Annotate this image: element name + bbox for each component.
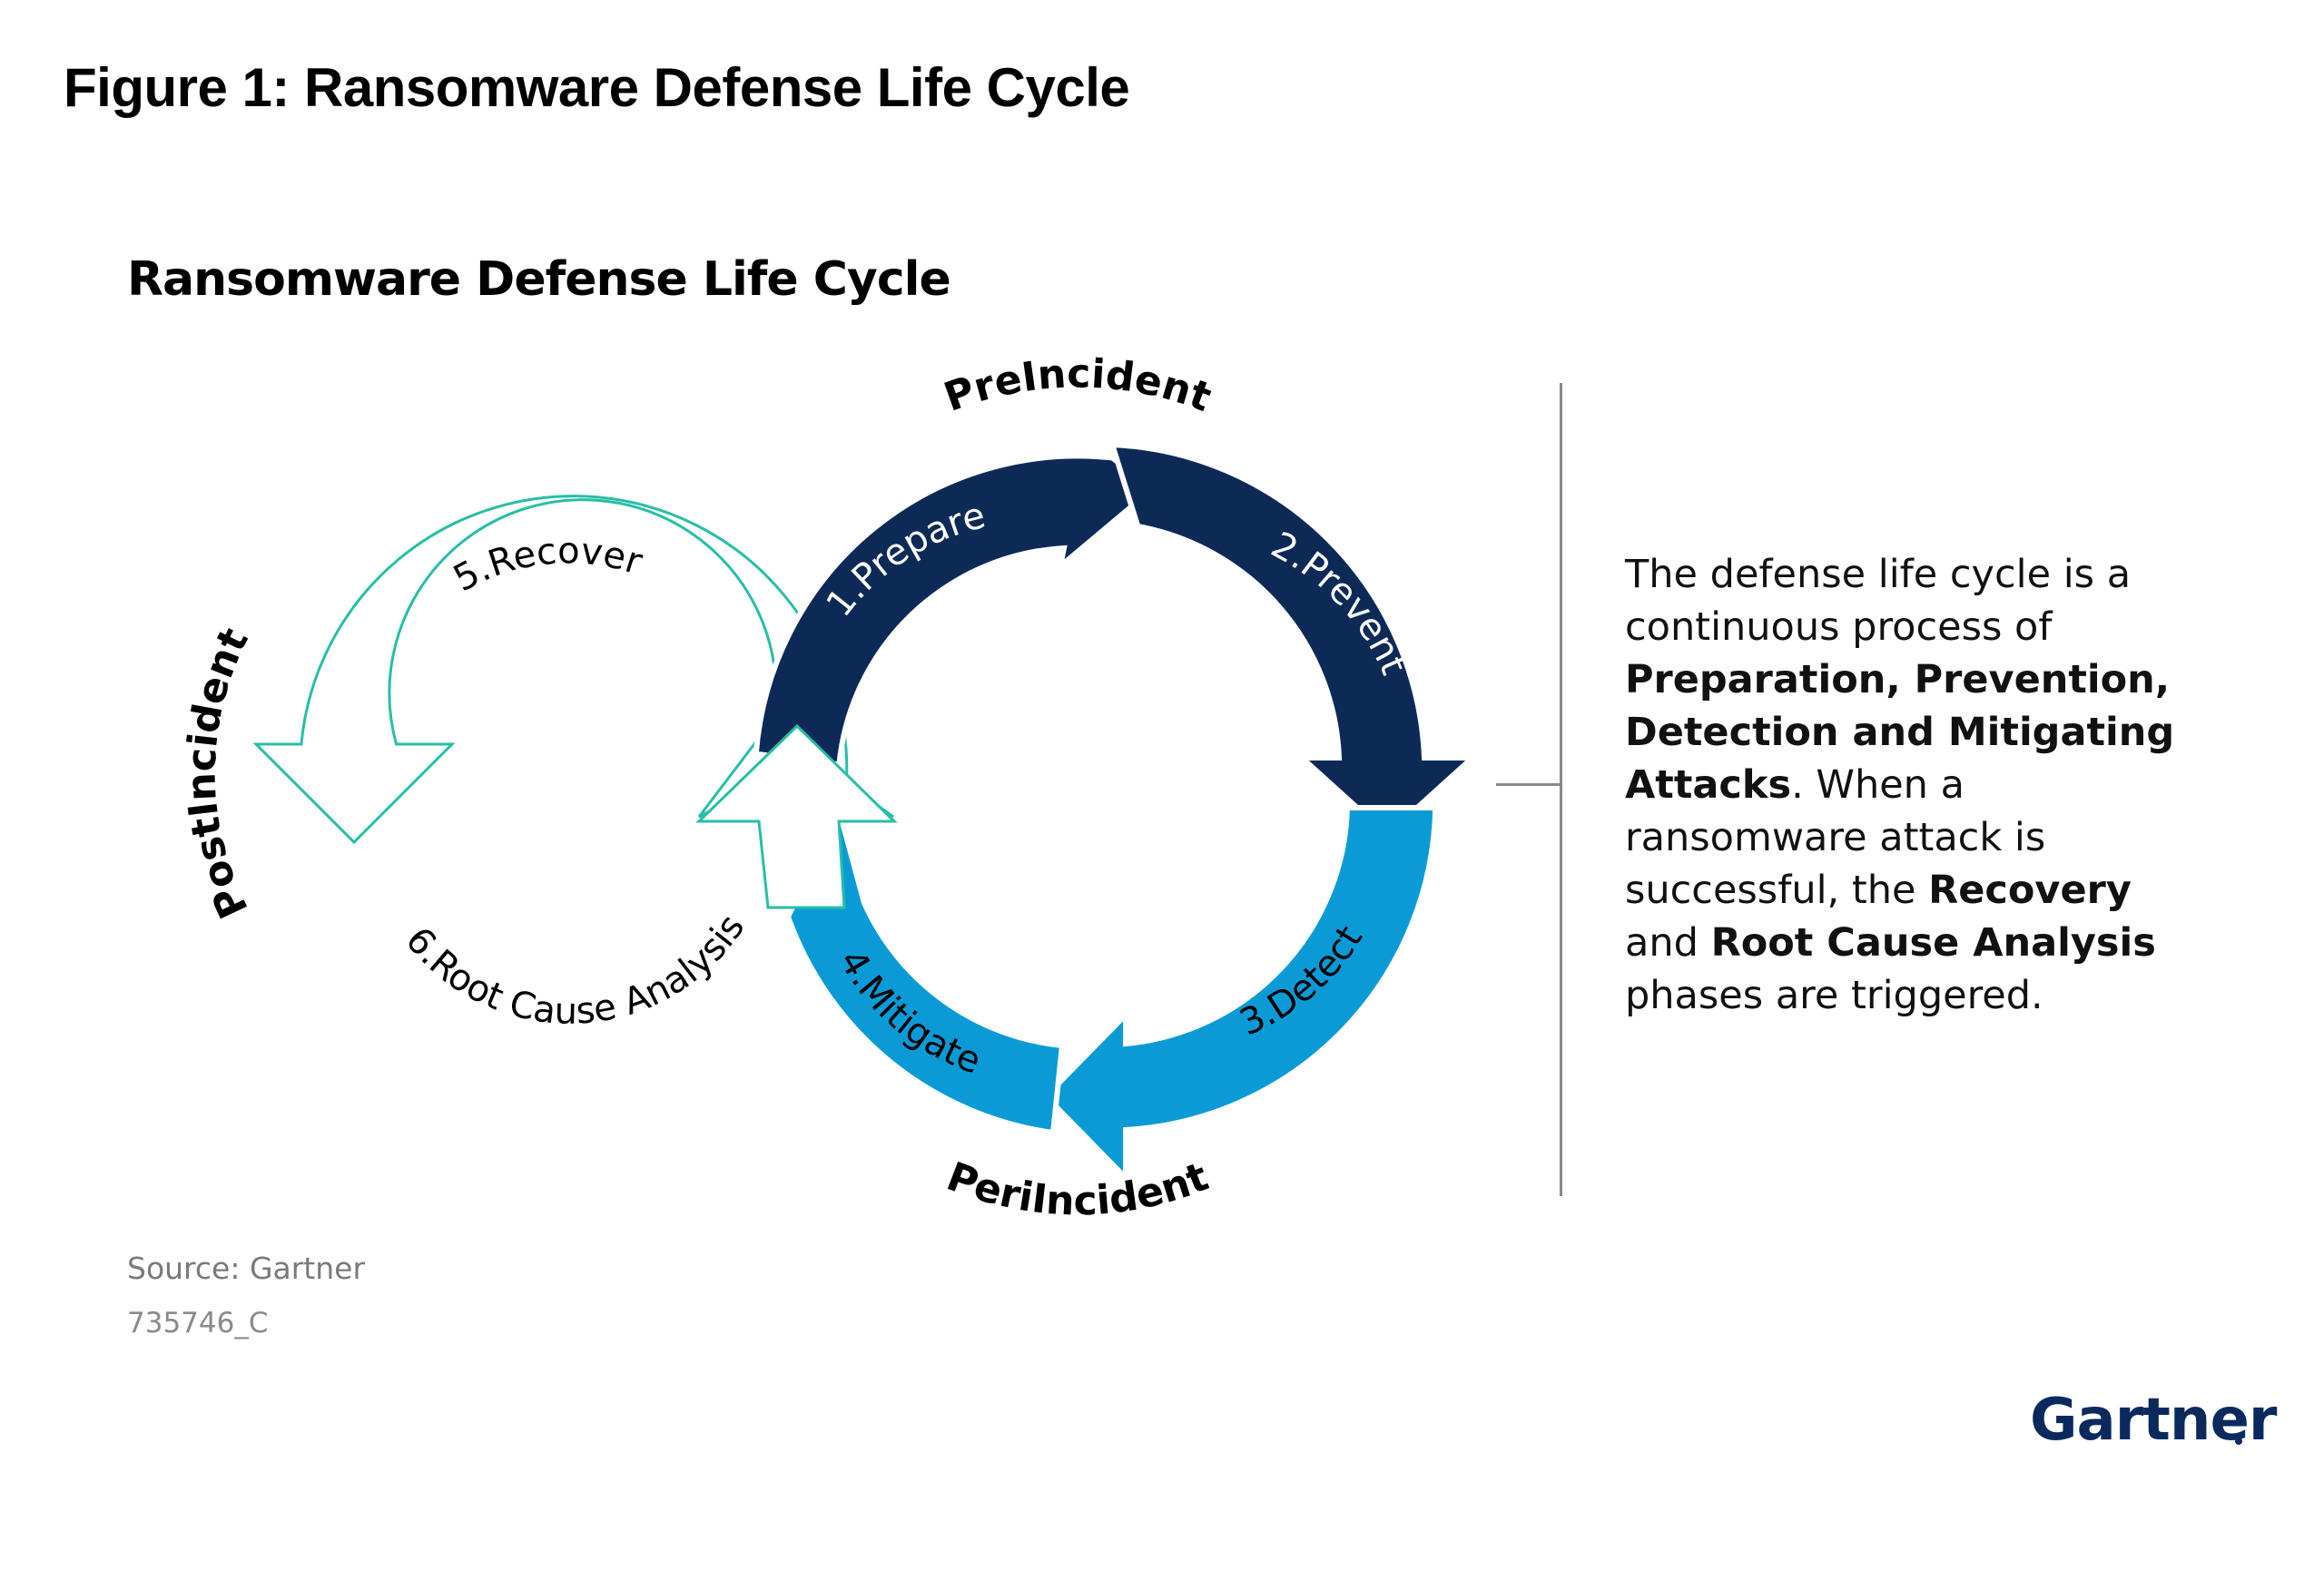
detect-mitigate-arrow bbox=[1041, 805, 1439, 1185]
loop-return-arrow bbox=[695, 723, 898, 909]
mitigate-arrow-segment bbox=[784, 804, 1066, 1136]
step-recover-label: 5.Recover bbox=[447, 530, 647, 600]
phase-post-label: PostIncident bbox=[178, 621, 257, 925]
prevent-arrow-segment bbox=[1108, 441, 1480, 839]
description-text: The defense life cycle is a continuous p… bbox=[1625, 552, 2175, 1018]
source-note: Source: Gartner bbox=[127, 1251, 366, 1286]
step-root-cause-label: 6.Root Cause Analysis bbox=[397, 908, 753, 1033]
phase-pre-label: PreIncident bbox=[939, 351, 1217, 421]
logo-trademark-dot bbox=[2235, 1438, 2242, 1445]
divider-vertical bbox=[1560, 383, 1562, 1196]
description-bold-1: Preparation, Prevention, Detection and M… bbox=[1625, 657, 2175, 808]
diagram-title: Ransomware Defense Life Cycle bbox=[127, 252, 951, 307]
recover-root-cause-loop bbox=[252, 495, 894, 845]
phase-peri-label: PeriIncident bbox=[940, 1153, 1215, 1225]
figure-title: Figure 1: Ransomware Defense Life Cycle bbox=[64, 57, 1130, 118]
divider-connector bbox=[1496, 783, 1561, 786]
description-bold-recovery: Recovery bbox=[1928, 868, 2132, 913]
description-bold-root-cause: Root Cause Analysis bbox=[1710, 920, 2156, 966]
figure-code: 735746_C bbox=[127, 1307, 269, 1340]
prepare-prevent-arrow bbox=[753, 411, 1156, 768]
